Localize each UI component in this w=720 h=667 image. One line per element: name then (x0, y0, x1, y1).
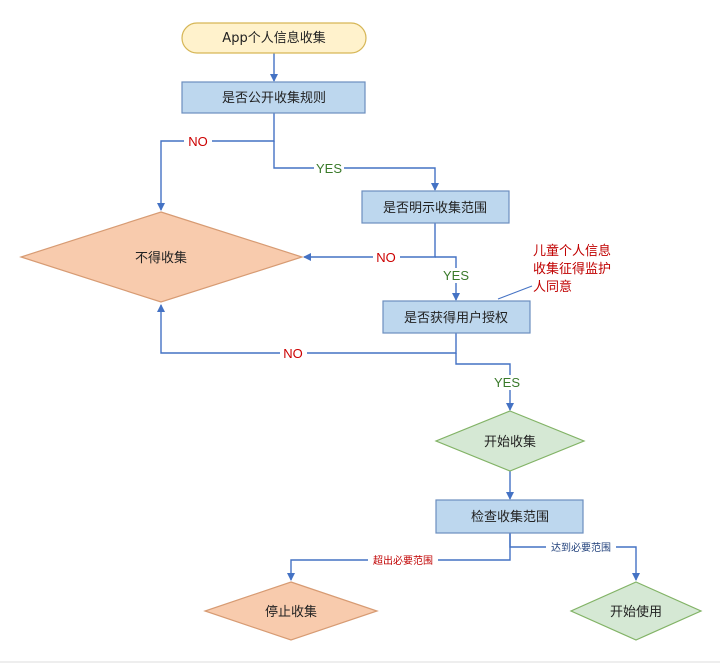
public-rules-box (181, 81, 366, 114)
no2-label: NO (376, 250, 396, 265)
no-collect-label: 不得收集 (135, 250, 187, 266)
yes1-label: YES (316, 161, 342, 176)
start-terminal (181, 22, 367, 54)
yes1-label-bg (314, 161, 344, 176)
no3-label-bg (280, 346, 307, 361)
start-collect-label: 开始收集 (484, 434, 536, 450)
edge-auth-no (157, 304, 457, 354)
no1-label: NO (188, 134, 208, 149)
no2-label-bg (373, 250, 400, 265)
public-rules-label: 是否公开收集规则 (222, 90, 326, 106)
yes3-label: YES (494, 375, 520, 390)
start-collect-diamond (434, 410, 586, 472)
edge-check-reach (509, 533, 640, 581)
edge-scope-yes (435, 256, 460, 301)
stop-collect-diamond (203, 581, 379, 641)
no3-label: NO (283, 346, 303, 361)
annotation-callout-line (497, 285, 533, 300)
scope-box (361, 190, 510, 224)
yes3-label-bg (492, 375, 522, 390)
start-label: App个人信息收集 (222, 30, 325, 46)
annotation-line3: 人同意 (533, 279, 572, 295)
yes2-label-bg (441, 268, 471, 283)
exceed-label: 超出必要范围 (373, 554, 433, 567)
auth-box (382, 300, 531, 334)
annotation-line2: 收集征得监护 (533, 261, 611, 277)
start-use-diamond (569, 581, 703, 641)
start-use-label: 开始使用 (610, 604, 662, 620)
reach-label: 达到必要范围 (551, 541, 611, 554)
edge-rules-yes (273, 141, 439, 191)
no-collect-diamond (19, 211, 304, 303)
exceed-label-bg (368, 554, 438, 567)
yes2-label: YES (443, 268, 469, 283)
check-scope-box (435, 499, 584, 534)
scope-label: 是否明示收集范围 (383, 200, 487, 216)
check-scope-label: 检查收集范围 (471, 509, 549, 525)
stop-collect-label: 停止收集 (265, 604, 317, 620)
annotation-line1: 儿童个人信息 (533, 243, 611, 259)
auth-label: 是否获得用户授权 (404, 310, 508, 326)
edge-scope-no (303, 223, 436, 261)
no1-label-bg (184, 134, 212, 149)
edge-rules-no (157, 113, 275, 211)
reach-label-bg (546, 541, 616, 554)
